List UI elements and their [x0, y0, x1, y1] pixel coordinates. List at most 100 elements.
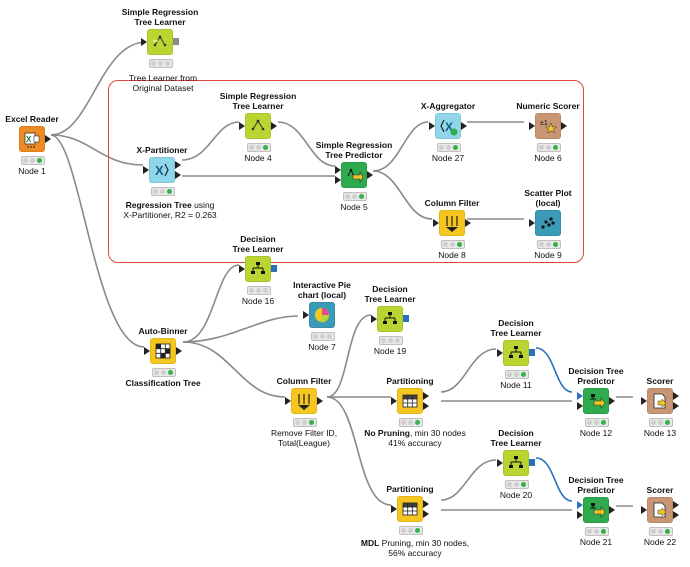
node-excel-reader[interactable]: Excel Reader X Node 1 — [2, 114, 62, 196]
node-title: Column Filter — [424, 198, 480, 208]
output-port-train[interactable] — [423, 500, 429, 508]
decision-tree-learner-icon — [245, 256, 271, 282]
node-label: Node 27 — [431, 153, 465, 163]
output-port[interactable] — [176, 347, 182, 355]
node-decision-tree-predictor-21[interactable]: Decision Tree Predictor Node 21 — [566, 475, 626, 567]
node-label: Node 4 — [244, 153, 272, 163]
output-port-train[interactable] — [175, 161, 181, 169]
input-port[interactable] — [141, 38, 147, 46]
node-decision-tree-predictor-12[interactable]: Decision Tree Predictor Node 12 — [566, 366, 626, 458]
pie-chart-icon — [309, 302, 335, 328]
model-input-port[interactable] — [577, 392, 583, 400]
input-port[interactable] — [371, 315, 377, 323]
output-port[interactable] — [367, 171, 373, 179]
output-port-confusion[interactable] — [673, 501, 679, 509]
input-port[interactable] — [285, 397, 291, 405]
annotation-text: using — [191, 200, 215, 210]
output-port[interactable] — [461, 122, 467, 130]
node-label: Node 13 — [643, 428, 677, 438]
output-port-confusion[interactable] — [673, 392, 679, 400]
output-port[interactable] — [317, 397, 323, 405]
model-output-port[interactable] — [271, 122, 277, 130]
node-scatter-plot-9[interactable]: Scatter Plot (local) Node 9 — [518, 188, 578, 280]
node-regression-tree-predictor-5[interactable]: Simple Regression Tree Predictor Node 5 — [316, 140, 393, 232]
output-port[interactable] — [45, 135, 51, 143]
status-traffic-light — [311, 332, 335, 341]
input-port[interactable] — [641, 397, 647, 405]
input-port[interactable] — [144, 347, 150, 355]
auto-binner-icon — [150, 338, 176, 364]
input-port[interactable] — [239, 265, 245, 273]
output-port-test[interactable] — [423, 402, 429, 410]
regression-tree-learner-icon — [147, 29, 173, 55]
data-input-port[interactable] — [577, 511, 583, 519]
node-x-partitioner[interactable]: X-Partitioner X — [132, 145, 192, 227]
input-port[interactable] — [641, 506, 647, 514]
node-label: Node 6 — [534, 153, 562, 163]
node-decision-tree-learner-20[interactable]: Decision Tree Learner Node 20 — [486, 428, 546, 520]
output-port-accuracy[interactable] — [673, 402, 679, 410]
input-port[interactable] — [429, 122, 435, 130]
model-input-port[interactable] — [335, 166, 341, 174]
node-label: Node 20 — [499, 490, 533, 500]
status-traffic-light — [399, 418, 423, 427]
model-output-port[interactable] — [173, 38, 179, 45]
partitioning-icon — [397, 496, 423, 522]
model-input-port[interactable] — [577, 501, 583, 509]
output-port-accuracy[interactable] — [673, 511, 679, 519]
input-port[interactable] — [529, 219, 535, 227]
node-scorer-22[interactable]: Scorer Node 22 — [630, 485, 690, 567]
annotation-line: Original Dataset — [132, 83, 194, 93]
data-input-port[interactable] — [335, 176, 341, 184]
connection-autobinner-colfilter — [182, 341, 286, 398]
node-label: Node 7 — [308, 342, 336, 352]
input-port[interactable] — [239, 122, 245, 130]
node-title: Decision Tree Predictor — [568, 475, 624, 495]
connection-dt11-pred12 — [535, 347, 573, 393]
node-decision-tree-learner-19[interactable]: Decision Tree Learner Node 19 — [360, 284, 420, 376]
node-partitioning-1[interactable]: Partitioning — [380, 376, 440, 458]
data-input-port[interactable] — [577, 402, 583, 410]
node-decision-tree-learner-11[interactable]: Decision Tree Learner Node 11 — [486, 318, 546, 410]
output-port-test[interactable] — [175, 171, 181, 179]
annotation-line: Remove Filter ID, — [270, 428, 338, 438]
input-port[interactable] — [143, 166, 149, 174]
node-partitioning-2[interactable]: Partitioning — [380, 484, 440, 566]
input-port[interactable] — [303, 311, 309, 319]
output-port-train[interactable] — [423, 392, 429, 400]
output-port[interactable] — [609, 506, 615, 514]
model-output-port[interactable] — [529, 459, 535, 466]
input-port[interactable] — [391, 397, 397, 405]
model-output-port[interactable] — [403, 315, 409, 322]
input-port[interactable] — [391, 505, 397, 513]
node-regression-tree-learner-top[interactable]: Simple Regression Tree Learner — [122, 7, 198, 99]
connection-reader-learner — [50, 41, 147, 136]
output-port[interactable] — [465, 219, 471, 227]
input-port[interactable] — [497, 349, 503, 357]
connection-colfilter-dt19 — [326, 314, 372, 398]
decision-tree-learner-icon — [377, 306, 403, 332]
model-output-port[interactable] — [529, 349, 535, 356]
input-port[interactable] — [433, 219, 439, 227]
annotation-text: , min 30 nodes — [410, 428, 466, 438]
output-port[interactable] — [609, 397, 615, 405]
node-column-filter[interactable]: Column Filter — [274, 376, 334, 458]
decision-tree-learner-icon — [503, 450, 529, 476]
svg-text:X: X — [445, 120, 453, 134]
status-traffic-light — [649, 418, 673, 427]
node-decision-tree-learner-16[interactable]: Decision Tree Learner Node 16 — [228, 234, 288, 326]
input-port[interactable] — [497, 459, 503, 467]
node-auto-binner[interactable]: Auto-Binner — [133, 326, 193, 408]
connection-xpart-learner4 — [181, 121, 240, 161]
node-x-aggregator-27[interactable]: X-Aggregator X Node 27 — [418, 101, 478, 183]
output-port-test[interactable] — [423, 510, 429, 518]
node-scorer-13[interactable]: Scorer Node 13 — [630, 376, 690, 458]
node-column-filter-8[interactable]: Column Filter Node 8 — [422, 198, 482, 280]
node-numeric-scorer-6[interactable]: Numeric Scorer ±1 Node 6 — [516, 101, 579, 183]
input-port[interactable] — [529, 122, 535, 130]
model-output-port[interactable] — [271, 265, 277, 272]
output-port[interactable] — [561, 122, 567, 130]
node-pie-chart-7[interactable]: Interactive Pie chart (local) Node 7 — [292, 280, 352, 372]
node-regression-tree-learner-4[interactable]: Simple Regression Tree Learner Node 4 — [220, 91, 297, 183]
